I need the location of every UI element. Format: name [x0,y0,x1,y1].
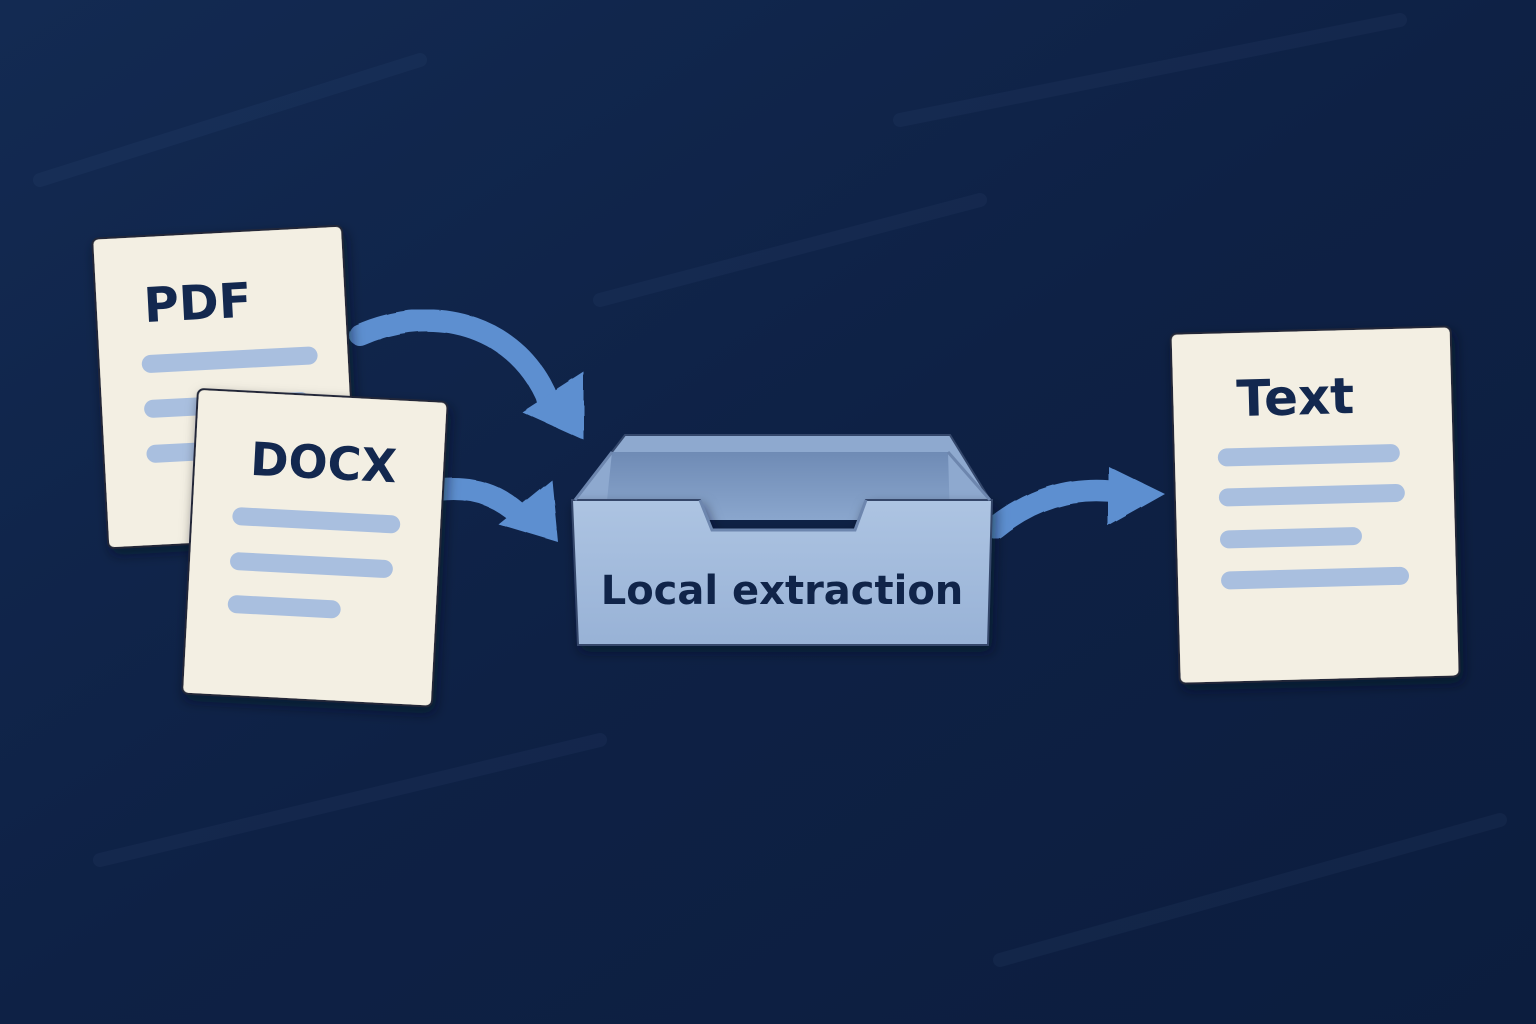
docx-label: DOCX [249,432,398,494]
arrowhead-text [1108,466,1165,526]
text-doc-line [1219,527,1362,549]
background-brush-strokes [33,13,1507,967]
pdf-text-line [141,346,318,373]
text-doc-line [1221,566,1410,590]
text-doc-line [1217,444,1400,467]
pdf-label: PDF [142,273,253,335]
text-label: Text [1236,367,1355,428]
docx-document-icon [181,388,449,708]
extraction-label: Local extraction [601,568,964,614]
text-document: Text [1169,325,1461,685]
docx-document: DOCX [181,388,449,708]
arrowhead-docx [498,480,558,542]
arrow-pdf-to-extraction [349,309,559,411]
inbox-tray-icon [570,434,994,646]
text-document-icon [1169,325,1461,685]
arrow-extraction-to-text [984,479,1131,539]
text-doc-line [1218,483,1405,507]
docx-text-line [230,552,393,578]
extraction-tray: Local extraction [570,434,994,646]
docx-text-line [227,595,341,619]
arrowhead-pdf [522,372,584,440]
docx-text-line [232,507,401,534]
